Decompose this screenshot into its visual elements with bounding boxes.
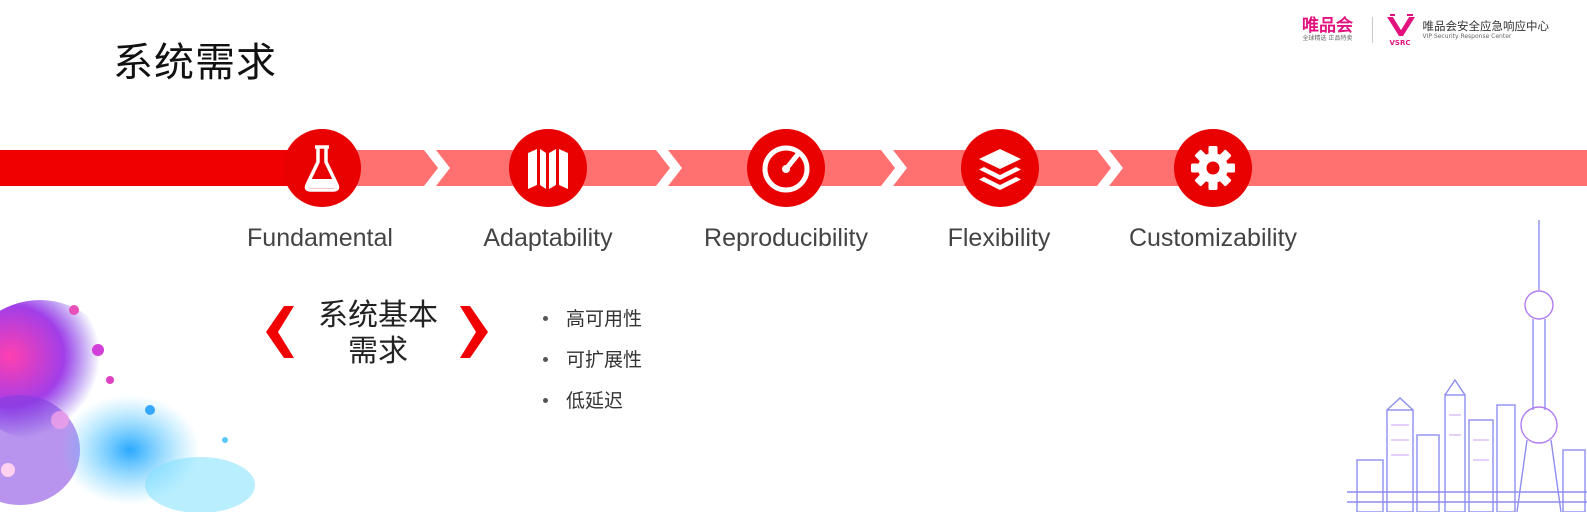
gauge-icon bbox=[747, 129, 825, 207]
right-bracket-icon bbox=[460, 306, 488, 358]
list-item: 可扩展性 bbox=[543, 339, 642, 380]
list-item: 低延迟 bbox=[543, 380, 642, 421]
city-skyline-decoration bbox=[1347, 220, 1587, 512]
requirements-title-line2: 需求 bbox=[348, 334, 408, 369]
requirements-title-line1: 系统基本 bbox=[318, 298, 438, 333]
left-bracket-icon bbox=[266, 306, 294, 358]
map-icon bbox=[509, 129, 587, 207]
requirements-list: 高可用性 可扩展性 低延迟 bbox=[543, 298, 642, 421]
vsrc-text: 唯品会安全应急响应中心 VIP Security Response Center bbox=[1423, 19, 1550, 41]
vsrc-english: VIP Security Response Center bbox=[1422, 33, 1512, 40]
layers-icon bbox=[961, 129, 1039, 207]
requirements-heading: 系统基本 需求 bbox=[260, 296, 496, 376]
bullet-dot bbox=[543, 357, 548, 362]
bullet-dot bbox=[543, 316, 548, 321]
vsrc-wing-icon: VSRC bbox=[1385, 14, 1419, 47]
bullet-dot bbox=[543, 398, 548, 403]
logo-divider bbox=[1371, 17, 1373, 43]
step-label-fundamental: Fundamental bbox=[247, 224, 393, 252]
brand-name: 唯品会 bbox=[1302, 16, 1353, 36]
vsrc-name: 唯品会安全应急响应中心 bbox=[1422, 19, 1550, 33]
flask-icon bbox=[283, 129, 361, 207]
header-logos: 唯品会 全球精选 正品特卖 VSRC 唯品会安全应急响应中心 VIP Secur… bbox=[1298, 14, 1550, 47]
timeline bbox=[0, 120, 1587, 220]
brand-slogan: 全球精选 正品特卖 bbox=[1302, 35, 1353, 42]
paint-splash-decoration bbox=[0, 300, 255, 512]
list-item: 高可用性 bbox=[543, 298, 642, 339]
step-label-reproducibility: Reproducibility bbox=[704, 224, 868, 252]
step-label-flexibility: Flexibility bbox=[947, 224, 1051, 252]
vsrc-abbr: VSRC bbox=[1389, 39, 1411, 47]
gear-icon bbox=[1174, 129, 1252, 207]
step-label-customizability: Customizability bbox=[1128, 224, 1298, 252]
vip-logo: 唯品会 全球精选 正品特卖 bbox=[1298, 17, 1358, 43]
list-item-text: 高可用性 bbox=[566, 307, 643, 330]
list-item-text: 可扩展性 bbox=[566, 348, 643, 371]
step-label-adaptability: Adaptability bbox=[483, 224, 613, 252]
list-item-text: 低延迟 bbox=[566, 389, 624, 412]
page-title: 系统需求 bbox=[113, 40, 277, 86]
requirements-title: 系统基本 需求 bbox=[308, 298, 448, 370]
